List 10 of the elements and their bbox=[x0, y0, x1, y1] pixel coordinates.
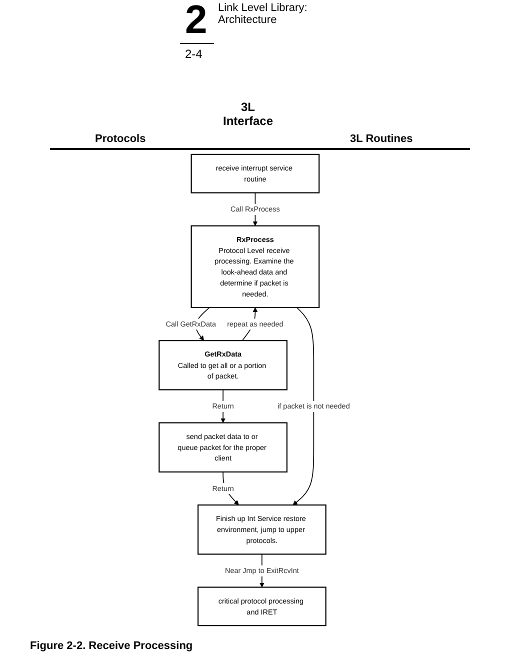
arrow bbox=[292, 307, 314, 506]
figure-caption: Figure 2-2. Receive Processing bbox=[30, 640, 193, 652]
page-number: 2-4 bbox=[185, 47, 202, 61]
chapter-number: 2 bbox=[185, 0, 208, 40]
column-heading: 3L Routines bbox=[350, 133, 413, 145]
arrow bbox=[222, 472, 239, 506]
column-heading: 3L Interface bbox=[222, 100, 274, 128]
column-heading: Protocols bbox=[95, 133, 146, 145]
chapter-title: Link Level Library: Architecture bbox=[218, 2, 308, 26]
arrow bbox=[220, 389, 226, 423]
